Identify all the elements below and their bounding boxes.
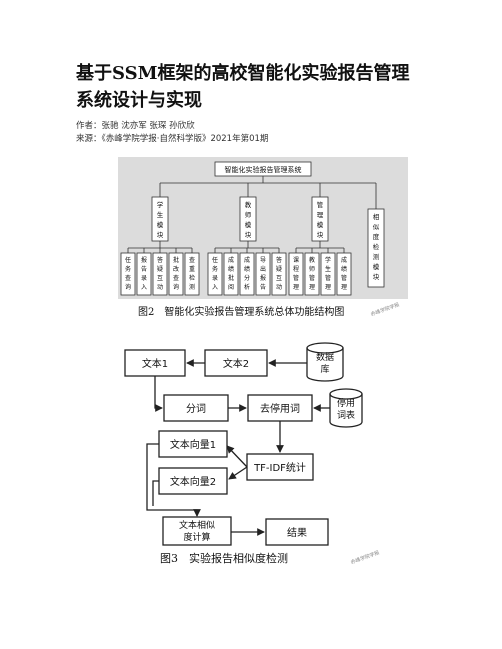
teacher-sub-box-3 [255, 252, 271, 296]
admin-sub-box-2 [320, 252, 336, 296]
root-label: 智能化实验报告管理系统 [225, 165, 302, 174]
teacher-sub-label-2: 成绩分析 [244, 256, 250, 291]
text1-label: 文本1 [142, 357, 168, 370]
module-label-2: 管理模块 [317, 200, 324, 239]
teacher-sub-box-0 [207, 252, 223, 296]
figure2-watermark: 赤峰学院学报 [370, 302, 401, 318]
teacher-sub-box-1 [223, 252, 239, 296]
student-sub-label-2: 答疑互动 [157, 256, 163, 291]
teacher-sub-label-3: 导出报告 [260, 257, 266, 291]
module-label-3: 相似度检测模块 [373, 212, 380, 281]
student-sub-label-3: 批改查询 [173, 256, 179, 291]
authors-line: 作者：张驰 沈亦军 张琛 孙欣欣 [76, 121, 195, 131]
article-title-line2: 系统设计与实现 [76, 90, 202, 111]
similarity-module-box [367, 208, 385, 288]
article-title: 基于SSM框架的高校智能化实验报告管理 系统设计与实现 [76, 60, 436, 114]
segment-box [163, 394, 229, 422]
admin-sub-box-0 [288, 252, 304, 296]
teacher-sub-label-1: 成绩批阅 [228, 256, 234, 291]
student-sub-box-1 [136, 252, 152, 296]
vector2-label: 文本向量2 [170, 475, 216, 488]
tfidf-label: TF-IDF统计 [253, 461, 306, 474]
vector1-label: 文本向量1 [170, 438, 216, 451]
teacher-sub-box-4 [271, 252, 287, 296]
text2-label: 文本2 [223, 357, 249, 370]
student-sub-label-0: 任务查询 [125, 256, 131, 291]
function-structure-figure: 智能化实验报告管理系统 学生模块 教师模块 管理模块 相似度检测模块 任务查询 报告录入… [118, 157, 408, 299]
result-label: 结果 [287, 526, 307, 539]
segment-label: 分词 [186, 403, 206, 415]
admin-sub-box-1 [304, 252, 320, 296]
result-box [265, 518, 329, 546]
similarity-calc-label: 文本相似度计算 [179, 519, 215, 543]
text2-box [204, 349, 268, 377]
module-label-1: 教师模块 [245, 200, 252, 239]
figure3-watermark: 赤峰学院学报 [350, 550, 381, 566]
teacher-sub-box-2 [239, 252, 255, 296]
student-sub-box-4 [184, 252, 200, 296]
student-sub-label-4: 查重检测 [189, 256, 195, 291]
admin-sub-label-2: 学生管理 [325, 256, 331, 291]
figure3-caption: 图3 实验报告相似度检测 [160, 552, 288, 565]
stopword-label: 去停用词 [260, 402, 300, 415]
database-label: 数据库 [316, 351, 334, 375]
function-structure-diagram: 智能化实验报告管理系统 学生模块 教师模块 管理模块 相似度检测模块 任务查询 报告录入… [120, 161, 385, 296]
teacher-sub-label-4: 答疑互动 [276, 256, 282, 291]
text1-box [124, 349, 186, 377]
student-sub-box-0 [120, 252, 136, 296]
source-line: 来源：《赤峰学院学报·自然科学版》2021年第01期 [76, 134, 269, 144]
teacher-sub-label-0: 任务录入 [212, 256, 218, 291]
admin-sub-label-0: 课程管理 [293, 256, 299, 291]
figure2-caption: 图2 智能化实验报告管理系统总体功能结构图 [138, 307, 345, 318]
student-sub-box-2 [152, 252, 168, 296]
vector2-box [158, 467, 228, 495]
stopword-box [247, 394, 313, 422]
admin-sub-box-3 [336, 252, 352, 296]
module-label-0: 学生模块 [157, 200, 164, 239]
tfidf-box [246, 453, 314, 481]
admin-sub-label-1: 教师管理 [309, 256, 315, 291]
stopword-dict-label: 停用词表 [337, 397, 355, 421]
similarity-flow-diagram: 文本1 文本2 分词 去停用词 文本向量1 TF-IDF统计 文本向量2 结果 … [124, 342, 363, 546]
similarity-calc-box [162, 516, 232, 546]
article-title-line1: 基于SSM框架的高校智能化实验报告管理 [76, 63, 410, 84]
admin-sub-label-3: 成绩管理 [341, 256, 347, 291]
student-sub-label-1: 报告录入 [141, 256, 147, 291]
similarity-flow-figure: 文本1 文本2 分词 去停用词 文本向量1 TF-IDF统计 文本向量2 结果 … [120, 338, 380, 550]
student-sub-box-3 [168, 252, 184, 296]
